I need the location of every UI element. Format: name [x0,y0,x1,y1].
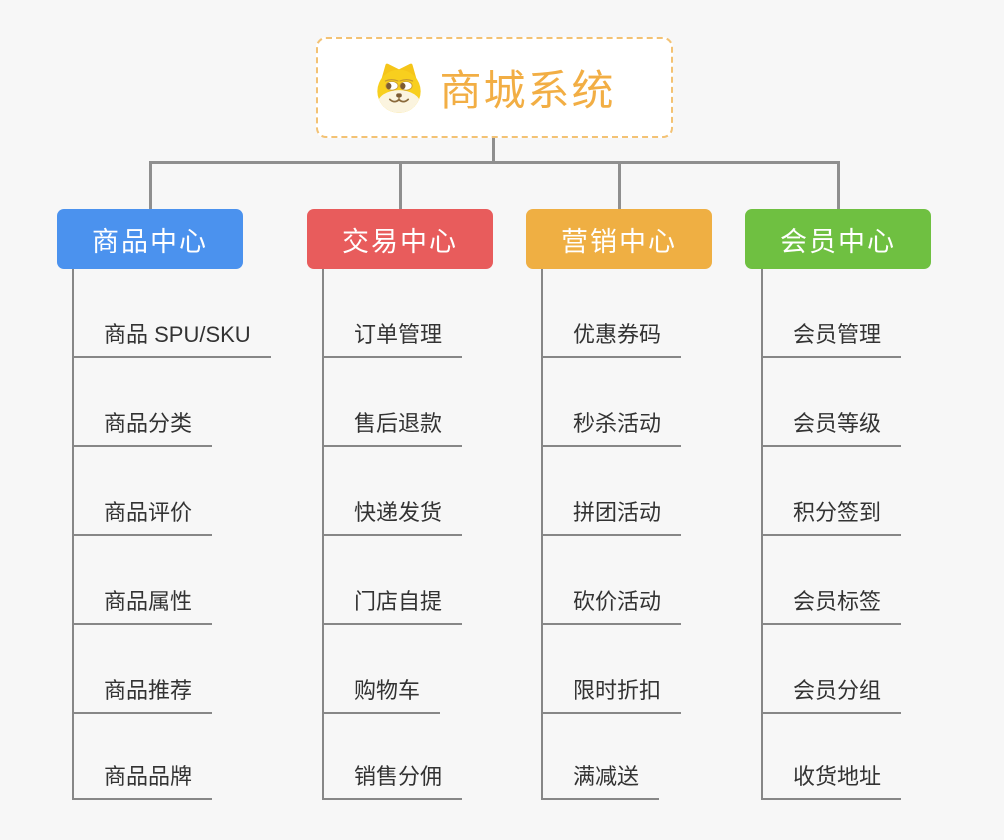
leaf-node[interactable]: 商品品牌 [72,762,213,800]
leaf-node[interactable]: 优惠券码 [541,320,682,358]
branch-node-3[interactable]: 营销中心 [526,209,712,269]
leaf-node[interactable]: 商品分类 [72,409,213,447]
leaf-node[interactable]: 会员等级 [761,409,902,447]
connector-line [398,161,402,209]
leaf-node[interactable]: 购物车 [322,676,441,714]
leaf-node[interactable]: 商品 SPU/SKU [72,320,271,358]
connector-line [836,161,840,209]
leaf-node[interactable]: 售后退款 [322,409,463,447]
branch-node-4[interactable]: 会员中心 [745,209,931,269]
leaf-node[interactable]: 砍价活动 [541,587,682,625]
root-title: 商城系统 [439,67,616,114]
root-node[interactable]: 商城系统 [316,37,673,138]
shiba-dog-icon [373,62,425,114]
leaf-node[interactable]: 积分签到 [761,498,902,536]
leaf-node[interactable]: 订单管理 [322,320,463,358]
leaf-node[interactable]: 会员标签 [761,587,902,625]
leaf-node[interactable]: 会员管理 [761,320,902,358]
leaf-node[interactable]: 商品评价 [72,498,213,536]
leaf-node[interactable]: 快递发货 [322,498,463,536]
leaf-node[interactable]: 门店自提 [322,587,463,625]
leaf-node[interactable]: 秒杀活动 [541,409,682,447]
leaf-node[interactable]: 限时折扣 [541,676,682,714]
leaf-node[interactable]: 商品属性 [72,587,213,625]
leaf-node[interactable]: 满减送 [541,762,660,800]
branch-node-2[interactable]: 交易中心 [307,209,493,269]
connector-line [617,161,621,209]
leaf-node[interactable]: 会员分组 [761,676,902,714]
connector-line [148,161,840,164]
leaf-node[interactable]: 收货地址 [761,762,902,800]
leaf-node[interactable]: 商品推荐 [72,676,213,714]
leaf-node[interactable]: 销售分佣 [322,762,463,800]
connector-line [492,138,495,164]
leaf-node[interactable]: 拼团活动 [541,498,682,536]
connector-line [148,161,152,209]
branch-node-1[interactable]: 商品中心 [57,209,243,269]
